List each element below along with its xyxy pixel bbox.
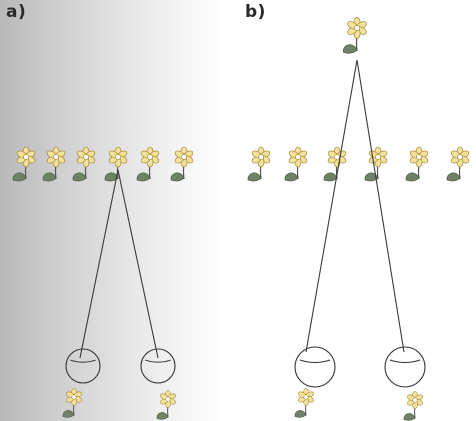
flower-b-2 <box>285 147 308 181</box>
small-flower-a-right <box>157 391 177 420</box>
small-flower-b-left <box>295 389 315 418</box>
flower-b-5 <box>406 147 429 181</box>
sightline-a-right <box>118 170 158 358</box>
flower-b-4 <box>365 147 388 181</box>
eye-a-left <box>66 349 100 383</box>
flower-b-6 <box>447 147 470 181</box>
sightline-a-left <box>80 170 118 358</box>
flower-a-3 <box>73 147 96 181</box>
flower-a-1 <box>13 147 36 181</box>
small-flower-b-right <box>404 392 424 421</box>
eye-a-right <box>141 349 175 383</box>
flower-a-5 <box>137 147 160 181</box>
flower-a-2 <box>43 147 66 181</box>
flower-b-top <box>343 18 367 54</box>
eye-b-right <box>385 347 425 387</box>
sightline-b-left <box>306 60 357 352</box>
small-flower-a-left <box>63 389 83 418</box>
sightline-b-right <box>357 60 404 352</box>
eye-b-left <box>295 347 335 387</box>
flower-a-6 <box>171 147 194 181</box>
flower-b-1 <box>248 147 271 181</box>
flower-b-3 <box>324 147 347 181</box>
